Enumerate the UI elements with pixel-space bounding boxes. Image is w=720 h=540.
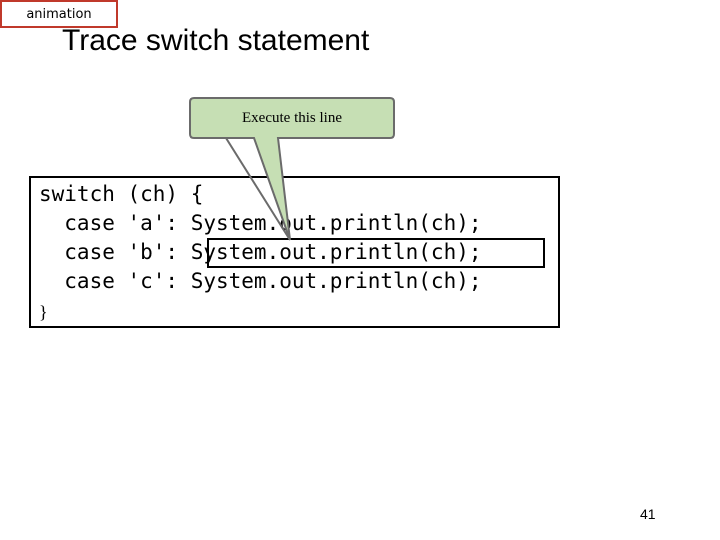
page-number: 41: [640, 506, 656, 522]
code-block: switch (ch) { case 'a': System.out.print…: [29, 176, 560, 328]
code-line-case-b: case 'b': System.out.println(ch);: [39, 240, 482, 264]
current-line-highlight: [207, 238, 545, 268]
code-line-case-c: case 'c': System.out.println(ch);: [39, 269, 482, 293]
callout-text: Execute this line: [242, 109, 342, 126]
code-closing-brace: }: [39, 302, 48, 322]
code-line-case-a: case 'a': System.out.println(ch);: [39, 211, 482, 235]
animation-tag: animation: [0, 0, 118, 28]
code-line-switch: switch (ch) {: [39, 182, 204, 206]
callout-bubble: [189, 97, 395, 241]
slide-title: Trace switch statement: [62, 24, 370, 57]
